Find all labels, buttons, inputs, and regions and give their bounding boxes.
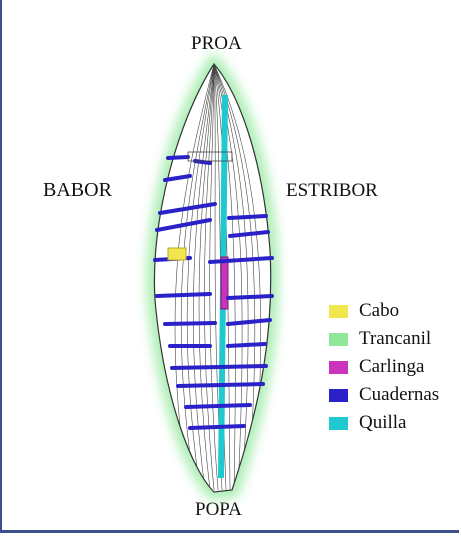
hull-planking — [174, 64, 262, 491]
bow-label: PROA — [191, 33, 242, 54]
legend-label: Trancanil — [359, 328, 432, 349]
legend-swatch — [329, 389, 348, 402]
bow-deck-detail — [187, 151, 233, 162]
legend-label: Quilla — [359, 412, 407, 433]
starboard-label: ESTRIBOR — [286, 180, 378, 201]
legend-label: Cabo — [359, 300, 400, 321]
legend-swatch — [329, 417, 348, 430]
legend-swatch — [329, 361, 348, 374]
legend-swatch — [329, 305, 348, 318]
legend-label: Carlinga — [359, 356, 425, 377]
cuadernas — [153, 155, 274, 430]
legend-label: Cuadernas — [359, 384, 440, 405]
cabo — [167, 247, 187, 261]
stern-label: POPA — [195, 499, 242, 520]
port-label: BABOR — [43, 179, 112, 201]
legend-swatch — [329, 333, 348, 346]
carlinga — [220, 256, 229, 310]
